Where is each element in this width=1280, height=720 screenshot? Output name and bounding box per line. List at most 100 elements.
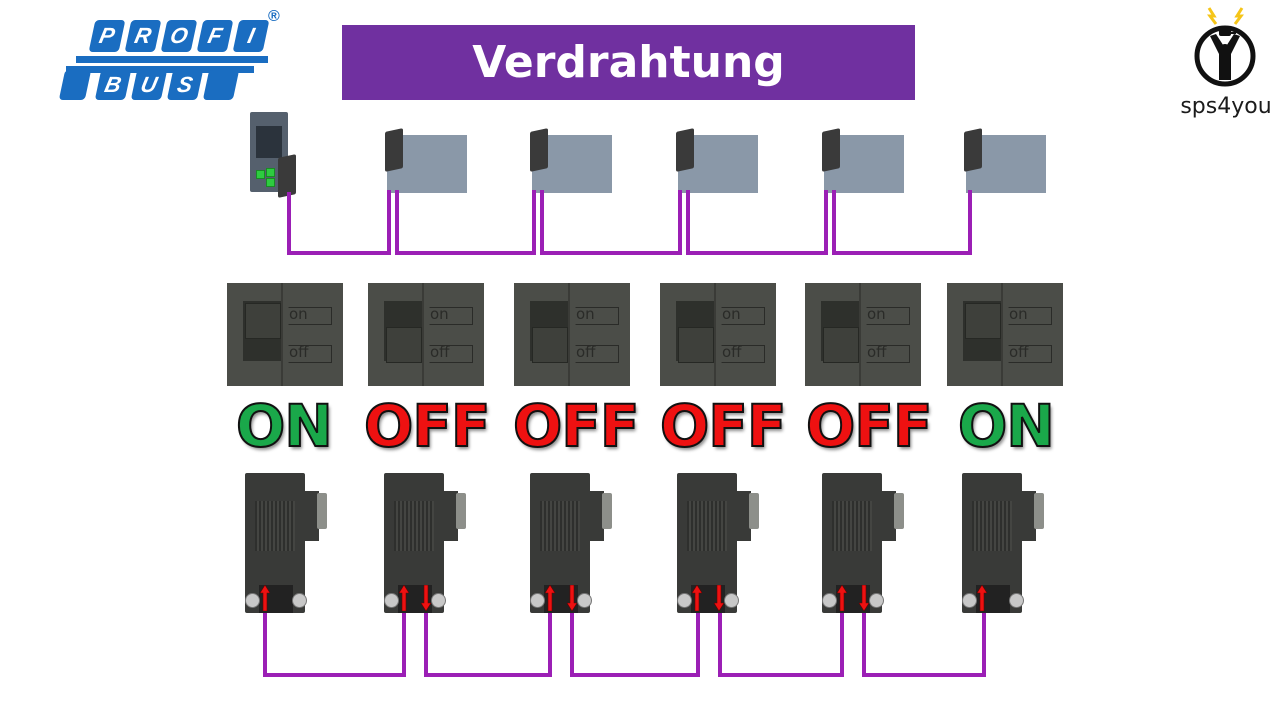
terminating-switch-2: on off [368,283,484,386]
on-tag-outline [570,307,619,325]
connector-housing-ext [1020,491,1036,541]
switch-knob [823,327,859,363]
switch-knob [965,303,1001,339]
switch-knob [245,303,281,339]
on-tag-outline [283,307,332,325]
connector-housing-ext [588,491,604,541]
on-tag-outline [1003,307,1052,325]
cable-in-arrow-icon [837,585,847,611]
switch-on-label: on [1009,305,1028,323]
switch-state-label: OFF [363,391,492,461]
connector-housing-ext [442,491,458,541]
switch-state-label: OFF [659,391,788,461]
bottom-cable-segment [263,612,406,677]
connector-ribs [687,501,727,551]
sps4you-brand-text: sps4you [1180,94,1272,119]
switch-on-label: on [576,305,595,323]
profibus-logo: P R O F I B U S ® [58,8,292,104]
cpu-display [256,126,282,158]
connector-housing-ext [303,491,319,541]
switch-state-label: ON [957,391,1056,461]
dsub-plug-icon [456,493,466,529]
screw-icon [1009,593,1024,608]
screw-icon [384,593,399,608]
screw-icon [677,593,692,608]
top-cable-segment [395,190,536,255]
page-title: Verdrahtung [472,37,785,88]
switch-knob [386,327,422,363]
screw-icon [962,593,977,608]
top-cable-segment [540,190,682,255]
switch-off-label: off [1009,343,1029,361]
housing-seam [422,283,424,386]
switch-off-label: off [722,343,742,361]
ethernet-port-icon [266,168,275,177]
switch-knob [532,327,568,363]
screw-icon [292,593,307,608]
switch-state-label: OFF [805,391,934,461]
connector-ribs [540,501,580,551]
cable-out-arrow-icon [859,585,869,611]
profibus-connector [384,473,466,613]
title-banner: Verdrahtung [342,25,915,100]
profibus-connector [530,473,612,613]
switch-on-label: on [722,305,741,323]
connector-ribs [255,501,295,551]
dsub-plug-icon [317,493,327,529]
terminating-switch-4: on off [660,283,776,386]
off-tag-outline [283,345,332,363]
profibus-connector [962,473,1044,613]
bottom-cable-segment [424,612,552,677]
ethernet-port-icon [266,178,275,187]
cable-in-arrow-icon [977,585,987,611]
terminating-switch-5: on off [805,283,921,386]
top-cable-segment [287,190,391,255]
bottom-cable-segment [570,612,700,677]
cable-out-arrow-icon [421,585,431,611]
housing-seam [714,283,716,386]
on-tag-outline [716,307,765,325]
profibus-connector [245,473,327,613]
bottom-cable-segment [862,612,986,677]
on-tag-outline [861,307,910,325]
off-tag-outline [424,345,473,363]
dsub-plug-icon [602,493,612,529]
screw-icon [822,593,837,608]
cable-in-arrow-icon [692,585,702,611]
sps4you-emblem-icon [1194,7,1256,87]
screw-icon [724,593,739,608]
screw-icon [431,593,446,608]
ethernet-port-icon [256,170,265,179]
dsub-plug-icon [894,493,904,529]
off-tag-outline [570,345,619,363]
switch-off-label: off [430,343,450,361]
switch-state-label: ON [235,391,334,461]
terminating-switch-1: on off [227,283,343,386]
housing-seam [281,283,283,386]
dsub-plug-icon [749,493,759,529]
bottom-cable-segment [718,612,844,677]
off-tag-outline [861,345,910,363]
connector-ribs [832,501,872,551]
cable-out-arrow-icon [714,585,724,611]
cable-in-arrow-icon [399,585,409,611]
switch-on-label: on [289,305,308,323]
housing-seam [859,283,861,386]
dsub-plug-icon [1034,493,1044,529]
housing-seam [1001,283,1003,386]
connector-ribs [394,501,434,551]
cable-in-arrow-icon [545,585,555,611]
switch-off-label: off [576,343,596,361]
switch-on-label: on [867,305,886,323]
profibus-bus-line [76,56,268,63]
screw-icon [245,593,260,608]
top-cable-segment [686,190,828,255]
off-tag-outline [716,345,765,363]
cable-out-arrow-icon [567,585,577,611]
switch-off-label: off [289,343,309,361]
switch-off-label: off [867,343,887,361]
profibus-bus-line [66,66,254,73]
cable-in-arrow-icon [260,585,270,611]
switch-on-label: on [430,305,449,323]
